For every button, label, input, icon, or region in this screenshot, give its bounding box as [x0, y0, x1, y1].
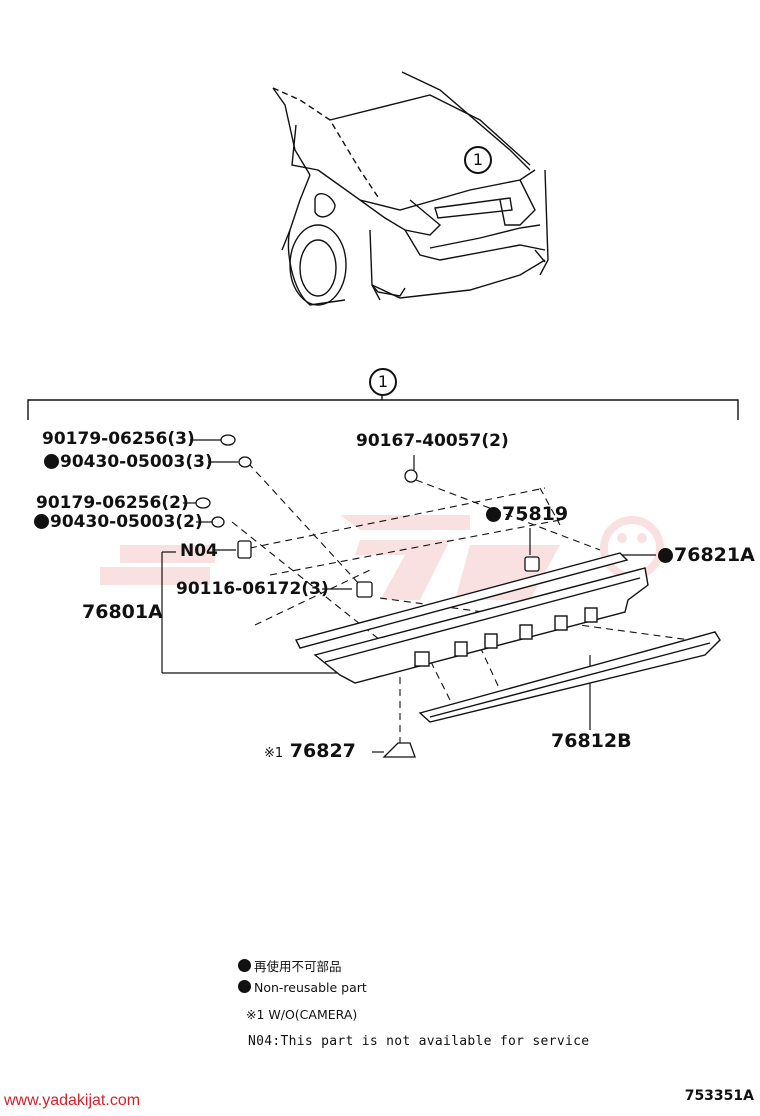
part-label-76821a: 76821A: [658, 545, 755, 565]
part-label-90430-05003-3: 90430-05003(3): [44, 452, 213, 472]
bolt-icon: [356, 581, 373, 598]
upper-moulding: [294, 552, 629, 649]
assembly-bracket: [27, 393, 739, 420]
part-label-90430-05003-2: 90430-05003(2): [34, 512, 203, 532]
car-rear-illustration: [272, 71, 549, 306]
watermark-logo: [100, 515, 664, 600]
legend-non-reusable-jp: 再使用不可部品: [238, 959, 342, 975]
leader-lines: [161, 439, 656, 753]
legend-non-reusable-en: Non-reusable part: [238, 980, 367, 996]
legend-note-n04: N04:This part is not available for servi…: [248, 1034, 590, 1049]
screw-icon: [404, 469, 418, 483]
non-reusable-icon: [486, 507, 501, 522]
garnish-parts: [294, 552, 721, 723]
part-label-n04: N04: [180, 541, 218, 561]
clip-icon: [195, 497, 211, 509]
non-reusable-icon: [238, 959, 251, 972]
part-label-90179-06256-3: 90179-06256(3): [42, 429, 195, 449]
watermark-url: www.yadakijat.com: [4, 1092, 141, 1109]
part-label-90179-06256-2: 90179-06256(2): [36, 493, 189, 513]
part-label-75819: 75819: [486, 504, 568, 524]
part-label-76801a: 76801A: [82, 601, 163, 623]
non-reusable-icon: [44, 454, 59, 469]
illustration-code: 753351A: [684, 1088, 754, 1104]
part-label-76812b: 76812B: [551, 730, 632, 752]
callout-1-assembly: 1: [369, 368, 397, 396]
camera-cover-icon: [382, 742, 416, 758]
nut-icon: [211, 516, 225, 528]
part-label-90167-40057: 90167-40057(2): [356, 431, 509, 451]
hardware-icons: [195, 434, 540, 758]
non-reusable-icon: [34, 514, 49, 529]
license-garnish: [313, 567, 649, 684]
clip-icon: [220, 434, 236, 446]
legend-note-camera: ※1 W/O(CAMERA): [246, 1007, 358, 1022]
clip-icon: [524, 556, 540, 572]
stud-icon: [237, 540, 252, 559]
callout-1-on-car: 1: [464, 146, 492, 174]
non-reusable-icon: [658, 548, 673, 563]
nut-icon: [238, 456, 252, 468]
part-label-76827: ※1 76827: [264, 740, 356, 762]
part-label-90116-06172: 90116-06172(3): [176, 579, 329, 599]
non-reusable-icon: [238, 980, 251, 993]
